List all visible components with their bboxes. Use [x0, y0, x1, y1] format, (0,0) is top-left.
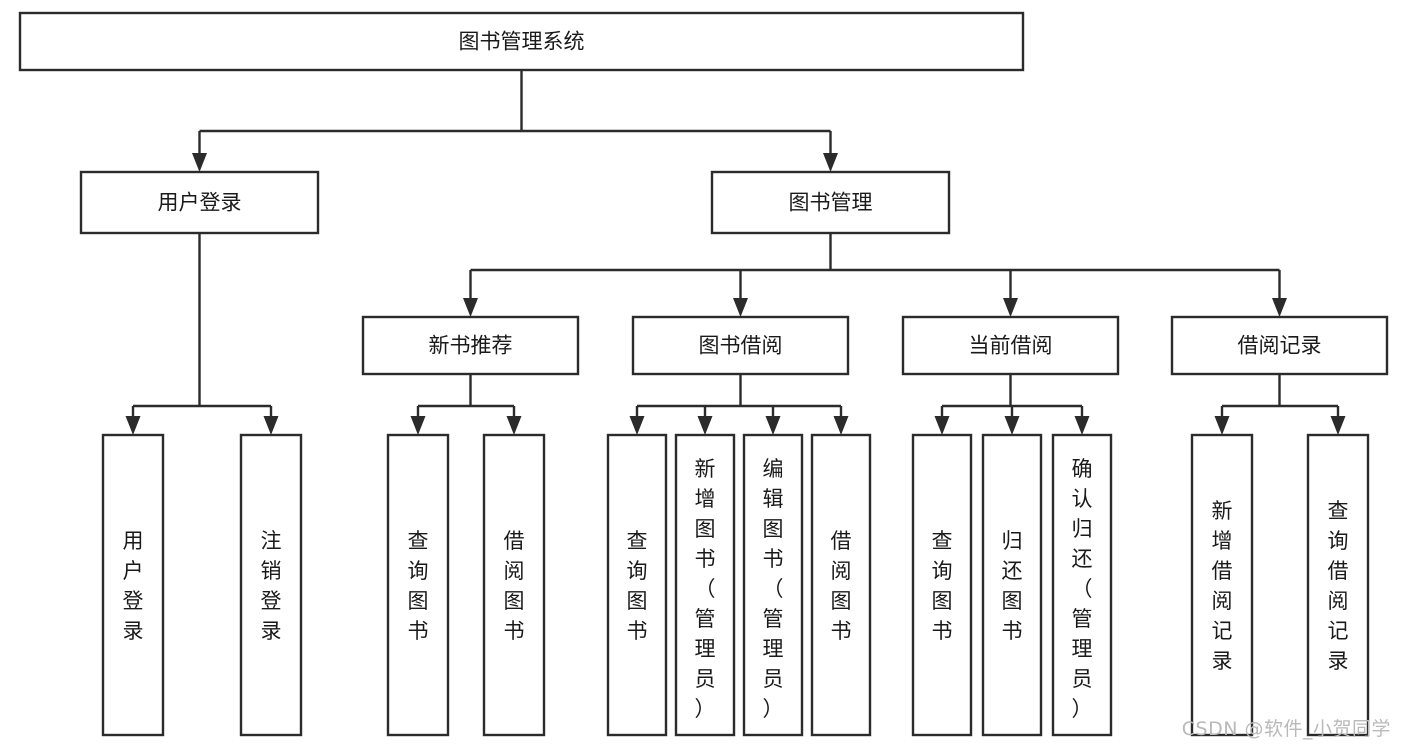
root-node-book-management-system-box[interactable]	[18, 11, 1025, 72]
level1-node-2[interactable]: 图书管理	[710, 170, 951, 235]
book-management-to-level2-arrow-3	[1272, 298, 1287, 317]
level2-node-4[interactable]: 借阅记录	[1170, 315, 1389, 376]
leaf-node-12-label: 新增借阅记录	[1212, 499, 1233, 673]
leaf-node-8-box[interactable]	[810, 433, 872, 737]
leaf-node-9-box[interactable]	[911, 433, 973, 737]
leaf-node-2-box[interactable]	[239, 433, 303, 737]
leaf-node-9-label: 查询图书	[932, 529, 953, 643]
root-to-level1-arrow-1	[823, 153, 838, 172]
leaf-node-6-box[interactable]	[674, 433, 736, 737]
leaf-node-6[interactable]: 新增图书（管理员）	[674, 433, 736, 737]
borrow-to-leaves-arrow-2	[765, 416, 781, 435]
leaf-node-5[interactable]: 查询图书	[606, 433, 668, 737]
user-login-to-leaves-arrow-1	[263, 416, 279, 435]
level2-node-4-box[interactable]	[1170, 315, 1389, 376]
leaf-node-4-box[interactable]	[482, 433, 546, 737]
book-management-to-level2-arrow-2	[1003, 298, 1018, 317]
current-borrow-to-leaves-arrow-0	[934, 416, 950, 435]
new-book-to-leaves-arrow-1	[506, 416, 522, 435]
leaf-node-4-label: 借阅图书	[504, 529, 525, 643]
leaf-node-13[interactable]: 查询借阅记录	[1306, 433, 1370, 737]
level2-node-1-label: 新书推荐	[429, 334, 513, 358]
root-to-level1-arrow-0	[192, 153, 207, 172]
level2-node-2[interactable]: 图书借阅	[631, 315, 850, 376]
level2-node-3[interactable]: 当前借阅	[901, 315, 1120, 376]
level2-node-3-box[interactable]	[901, 315, 1120, 376]
borrow-record-to-leaves-arrow-1	[1330, 416, 1346, 435]
leaf-node-1-box[interactable]	[101, 433, 165, 737]
level1-node-1-box[interactable]	[79, 170, 320, 235]
leaf-node-10-label: 归还图书	[1002, 529, 1023, 643]
leaf-node-7-label: 编辑图书（管理员）	[763, 457, 784, 721]
book-management-to-level2-arrow-1	[733, 298, 748, 317]
level2-node-2-label: 图书借阅	[699, 334, 783, 358]
new-book-to-leaves-arrow-0	[410, 416, 426, 435]
level2-node-3-label: 当前借阅	[969, 334, 1053, 358]
borrow-to-leaves-arrow-3	[833, 416, 849, 435]
current-borrow-to-leaves-arrow-1	[1004, 416, 1020, 435]
node-layer: 图书管理系统用户登录图书管理新书推荐图书借阅当前借阅借阅记录用户登录注销登录查询…	[18, 11, 1389, 737]
level1-node-1[interactable]: 用户登录	[79, 170, 320, 235]
leaf-node-1-label: 用户登录	[123, 529, 144, 643]
leaf-node-5-box[interactable]	[606, 433, 668, 737]
leaf-node-10-box[interactable]	[981, 433, 1043, 737]
leaf-node-11-label: 确认归还（管理员）	[1072, 457, 1093, 721]
borrow-to-leaves-arrow-1	[697, 416, 713, 435]
leaf-node-4[interactable]: 借阅图书	[482, 433, 546, 737]
level2-node-2-box[interactable]	[631, 315, 850, 376]
connector-layer	[125, 70, 1346, 435]
leaf-node-3[interactable]: 查询图书	[386, 433, 450, 737]
level2-node-1-box[interactable]	[361, 315, 580, 376]
leaf-node-3-box[interactable]	[386, 433, 450, 737]
leaf-node-7-box[interactable]	[742, 433, 804, 737]
level1-node-1-label: 用户登录	[158, 191, 242, 215]
leaf-node-13-label: 查询借阅记录	[1328, 499, 1349, 673]
leaf-node-11-box[interactable]	[1051, 433, 1113, 737]
leaf-node-10[interactable]: 归还图书	[981, 433, 1043, 737]
level1-node-2-box[interactable]	[710, 170, 951, 235]
leaf-node-6-label: 新增图书（管理员）	[695, 457, 716, 721]
book-management-to-level2-arrow-0	[463, 298, 478, 317]
borrow-to-leaves-arrow-0	[629, 416, 645, 435]
leaf-node-12[interactable]: 新增借阅记录	[1190, 433, 1254, 737]
leaf-node-8-label: 借阅图书	[831, 529, 852, 643]
leaf-node-12-box[interactable]	[1190, 433, 1254, 737]
leaf-node-1[interactable]: 用户登录	[101, 433, 165, 737]
leaf-node-13-box[interactable]	[1306, 433, 1370, 737]
borrow-record-to-leaves-arrow-0	[1214, 416, 1230, 435]
leaf-node-2-label: 注销登录	[261, 529, 282, 643]
leaf-node-11[interactable]: 确认归还（管理员）	[1051, 433, 1113, 737]
root-node-book-management-system-label: 图书管理系统	[459, 30, 585, 54]
level2-node-4-label: 借阅记录	[1238, 334, 1322, 358]
root-node-book-management-system[interactable]: 图书管理系统	[18, 11, 1025, 72]
leaf-node-3-label: 查询图书	[408, 529, 429, 643]
leaf-node-9[interactable]: 查询图书	[911, 433, 973, 737]
leaf-node-7[interactable]: 编辑图书（管理员）	[742, 433, 804, 737]
current-borrow-to-leaves-arrow-2	[1074, 416, 1090, 435]
level1-node-2-label: 图书管理	[789, 191, 873, 215]
leaf-node-8[interactable]: 借阅图书	[810, 433, 872, 737]
leaf-node-5-label: 查询图书	[627, 529, 648, 643]
level2-node-1[interactable]: 新书推荐	[361, 315, 580, 376]
user-login-to-leaves-arrow-0	[125, 416, 141, 435]
leaf-node-2[interactable]: 注销登录	[239, 433, 303, 737]
